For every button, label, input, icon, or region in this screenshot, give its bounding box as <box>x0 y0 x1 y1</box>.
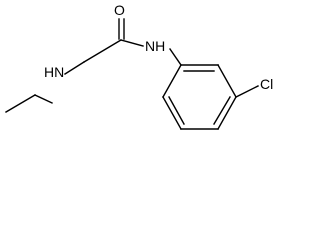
bond-amine-ch2 <box>64 61 85 75</box>
ring-inner-bond-3 <box>168 96 185 125</box>
ring-bond-1 <box>162 64 182 98</box>
amine-nitrogen-label: HN <box>44 64 64 80</box>
bond-ch2-carbonyl <box>83 39 122 63</box>
bond-carbonyl-amide <box>120 39 144 47</box>
molecule-structure: O NH HN Cl <box>5 2 273 130</box>
ring-bond-2 <box>162 96 182 130</box>
bond-amide-ring <box>169 48 182 66</box>
bond-methylene-amine <box>34 94 53 104</box>
bond-methyl-methylene <box>5 94 36 113</box>
bond-ring-chlorine <box>235 85 259 98</box>
amide-nitrogen-label: NH <box>145 38 165 54</box>
oxygen-label: O <box>114 2 125 18</box>
chlorine-label: Cl <box>260 76 273 92</box>
ring-bond-5 <box>217 64 237 98</box>
ring-inner-bond-2 <box>213 96 231 125</box>
ring-bond-4 <box>217 96 237 130</box>
